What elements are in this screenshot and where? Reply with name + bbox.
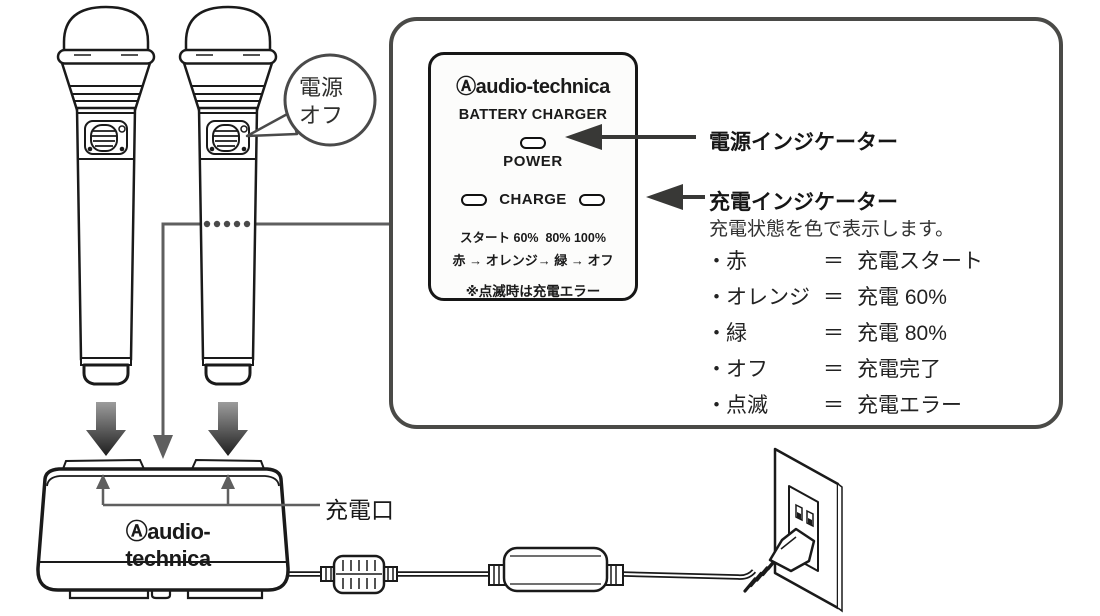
charge-indicator-line — [683, 195, 705, 199]
insert-arrow-right — [208, 402, 248, 456]
microphone-left — [56, 5, 156, 386]
ac-adapter — [488, 546, 624, 593]
audio-technica-logo-icon: Ⓐ — [456, 76, 476, 98]
power-plug — [743, 527, 816, 593]
balloon-line-2: オフ — [299, 102, 344, 128]
legend-name: 点滅 — [726, 394, 768, 417]
legend-row: ・ 緑 ＝ 充電 80% — [706, 317, 983, 347]
legend-name: 緑 — [726, 322, 747, 345]
legend-equals: ＝ — [823, 322, 844, 345]
legend-value: 充電スタート — [857, 250, 983, 273]
charger-body — [36, 458, 320, 600]
legend-value: 充電 60% — [857, 286, 947, 309]
legend-value: 充電エラー — [857, 394, 962, 417]
charge-colors-line: 赤 → オレンジ→ 緑 → オフ — [452, 253, 614, 268]
insert-arrow-left — [86, 402, 126, 456]
legend-bullet: ・ — [706, 358, 727, 381]
legend-value: 充電完了 — [857, 358, 941, 381]
outlet-slot-icon — [795, 503, 814, 528]
legend-bullet: ・ — [706, 286, 727, 309]
legend-name: 赤 — [726, 250, 747, 273]
legend-row: ・ 点滅 ＝ 充電エラー — [706, 389, 983, 419]
mic-dot-row — [203, 220, 251, 228]
detail-callout-arrow — [153, 222, 392, 459]
legend-row: ・ オレンジ ＝ 充電 60% — [706, 281, 983, 311]
legend-equals: ＝ — [823, 250, 844, 273]
legend-equals: ＝ — [823, 394, 844, 417]
charger-label-panel: Ⓐaudio-technica BATTERY CHARGER POWER CH… — [428, 52, 638, 301]
charging-port-arrows — [96, 474, 320, 507]
power-label: POWER — [503, 153, 563, 170]
charging-port-label: 充電口 — [325, 497, 394, 523]
charge-indicator-label: 充電インジケーター — [709, 191, 898, 214]
power-indicator-line — [602, 135, 696, 139]
charge-led-right — [578, 193, 605, 206]
legend-bullet: ・ — [706, 250, 727, 273]
charge-indicator-arrow — [646, 184, 683, 210]
power-cable — [288, 569, 757, 580]
charge-color-legend: ・ 赤 ＝ 充電スタート ・ オレンジ ＝ 充電 60% ・ 緑 ＝ 充電 80… — [706, 245, 983, 425]
brand-name: audio-technica — [125, 519, 211, 571]
charge-row: CHARGE — [431, 191, 635, 208]
charge-description: 充電状態を色で表示します。 — [709, 219, 955, 240]
panel-title: BATTERY CHARGER — [458, 107, 608, 123]
balloon-line-1: 電源 — [299, 75, 344, 100]
legend-row: ・ 赤 ＝ 充電スタート — [706, 245, 983, 275]
detail-callout-frame: Ⓐaudio-technica BATTERY CHARGER POWER CH… — [389, 17, 1063, 429]
power-off-balloon-label: 電源 オフ — [299, 74, 369, 130]
brand-name: audio-technica — [475, 76, 611, 98]
legend-name: オフ — [726, 358, 768, 381]
audio-technica-logo-icon: Ⓐ — [125, 519, 148, 544]
charge-label: CHARGE — [499, 191, 567, 208]
legend-bullet: ・ — [706, 322, 727, 345]
charger-brand-logo: Ⓐaudio-technica — [84, 514, 252, 572]
charge-led-left — [461, 193, 488, 206]
legend-row: ・ オフ ＝ 充電完了 — [706, 353, 983, 383]
charge-steps-line: スタート 60% 80% 100% — [460, 231, 606, 245]
power-led-wrap — [431, 134, 635, 152]
power-indicator-arrow — [565, 124, 602, 150]
charge-error-note: ※点滅時は充電エラー — [465, 284, 601, 299]
power-off-balloon-shape — [245, 53, 377, 147]
legend-equals: ＝ — [823, 358, 844, 381]
legend-equals: ＝ — [823, 286, 844, 309]
legend-name: オレンジ — [726, 286, 810, 309]
panel-brand-logo: Ⓐaudio-technica — [431, 70, 635, 99]
legend-bullet: ・ — [706, 394, 727, 417]
power-indicator-label: 電源インジケーター — [709, 131, 898, 154]
ferrite-bead — [320, 554, 398, 595]
legend-value: 充電 80% — [857, 322, 947, 345]
microphone-right — [178, 5, 278, 386]
wall-outlet — [773, 447, 843, 613]
power-led — [520, 136, 546, 149]
